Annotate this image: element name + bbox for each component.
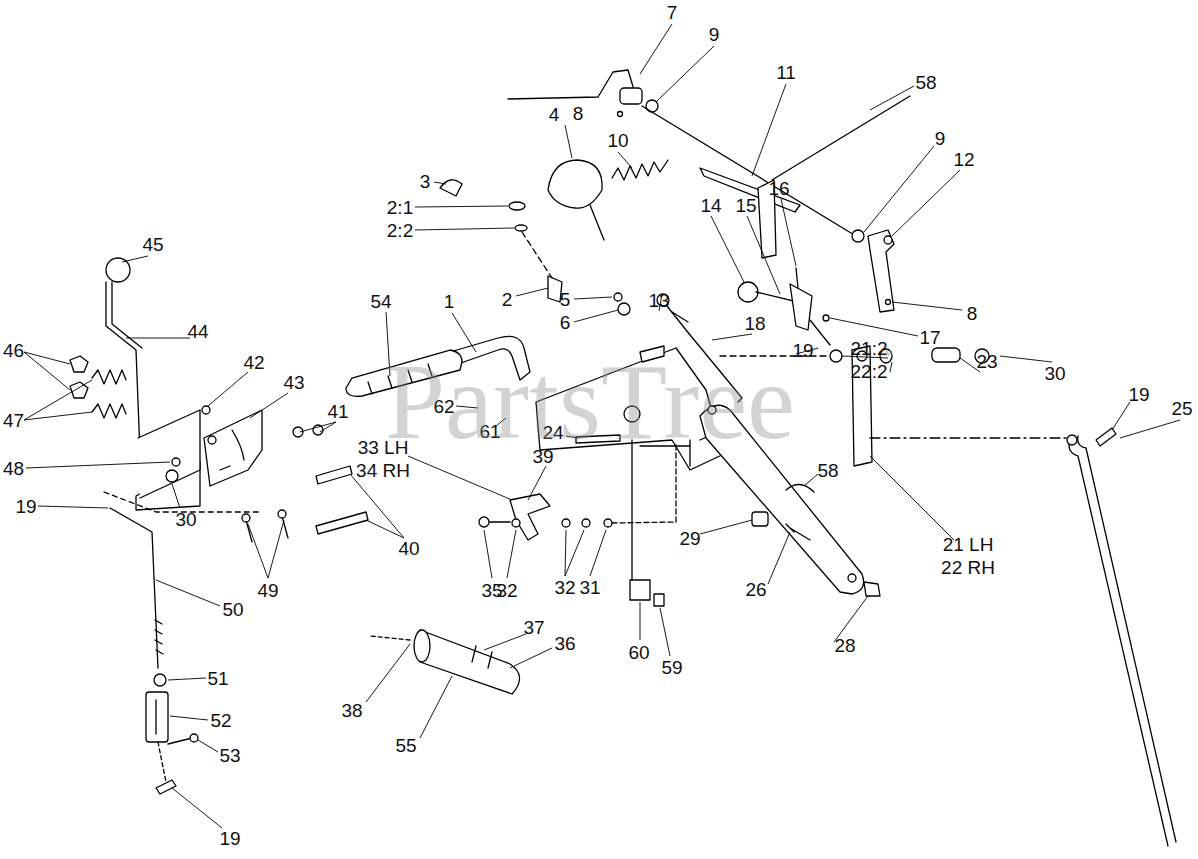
callout-number: 36 <box>554 634 575 653</box>
callout-number: 12 <box>953 150 974 169</box>
callout-number: 14 <box>700 196 721 215</box>
callout-number: 55 <box>395 736 416 755</box>
callout-number: 19 <box>1128 385 1149 404</box>
callout-number: 7 <box>667 3 678 22</box>
callout-number: 59 <box>661 658 682 677</box>
watermark: ™ <box>879 348 893 362</box>
callout-number: 11 <box>776 63 796 82</box>
callout-number: 58 <box>915 73 936 92</box>
callout-number: 23 <box>976 352 997 371</box>
callout-number: 15 <box>735 196 756 215</box>
callout-number: 25 <box>1171 399 1192 418</box>
callout-number: 30 <box>175 510 196 529</box>
watermark: PartsTree <box>385 348 795 456</box>
callout-number: 48 <box>3 459 24 478</box>
callout-number: 49 <box>257 581 278 600</box>
callout-number: 9 <box>709 25 720 44</box>
callout-number: 8 <box>967 304 978 323</box>
callout-number: 28 <box>834 636 855 655</box>
callout-number: 34 RH <box>356 461 410 480</box>
callout-number: 60 <box>628 643 649 662</box>
callout-number: 47 <box>3 411 24 430</box>
callout-number: 30 <box>1044 364 1065 383</box>
callout-number: 9 <box>935 129 946 148</box>
callout-number: 42 <box>243 353 264 372</box>
callout-number: 50 <box>222 600 243 619</box>
callout-number: 8 <box>573 104 584 123</box>
callout-number: 19 <box>792 341 813 360</box>
callout-number: 53 <box>219 746 240 765</box>
callout-number: 29 <box>679 529 700 548</box>
callout-number: 16 <box>768 179 789 198</box>
callout-number: 51 <box>207 669 228 688</box>
callout-number: 44 <box>187 322 208 341</box>
callout-number: 22 RH <box>941 558 995 577</box>
callout-number: 26 <box>745 580 766 599</box>
callout-number: 37 <box>523 618 544 637</box>
callout-number: 19 <box>15 497 36 516</box>
callout-number: 5 <box>560 290 571 309</box>
callout-number: 22:2 <box>851 362 888 381</box>
callout-number: 17 <box>919 328 940 347</box>
callout-number: 3 <box>420 172 431 191</box>
callout-number: 54 <box>370 292 391 311</box>
callout-number: 10 <box>607 131 628 150</box>
callout-number: 46 <box>3 341 24 360</box>
callout-number: 31 <box>579 578 600 597</box>
callout-number: 43 <box>283 373 304 392</box>
callout-number: 19 <box>219 829 240 848</box>
callout-number: 52 <box>210 711 231 730</box>
callout-number: 41 <box>327 402 348 421</box>
callout-number: 4 <box>549 105 560 124</box>
callout-number: 40 <box>398 539 419 558</box>
callout-number: 6 <box>560 313 571 332</box>
callout-number: 32 <box>496 581 517 600</box>
callout-number: 58 <box>817 461 838 480</box>
callout-number: 2:2 <box>387 221 413 240</box>
callout-number: 21 LH <box>943 535 994 554</box>
callout-number: 1 <box>444 292 455 311</box>
callout-number: 2 <box>502 290 513 309</box>
callout-number: 2:1 <box>387 198 413 217</box>
callout-number: 38 <box>341 701 362 720</box>
callout-number: 32 <box>554 578 575 597</box>
callout-number: 45 <box>142 235 163 254</box>
callout-number: 13 <box>648 291 669 310</box>
callout-number: 18 <box>744 314 765 333</box>
